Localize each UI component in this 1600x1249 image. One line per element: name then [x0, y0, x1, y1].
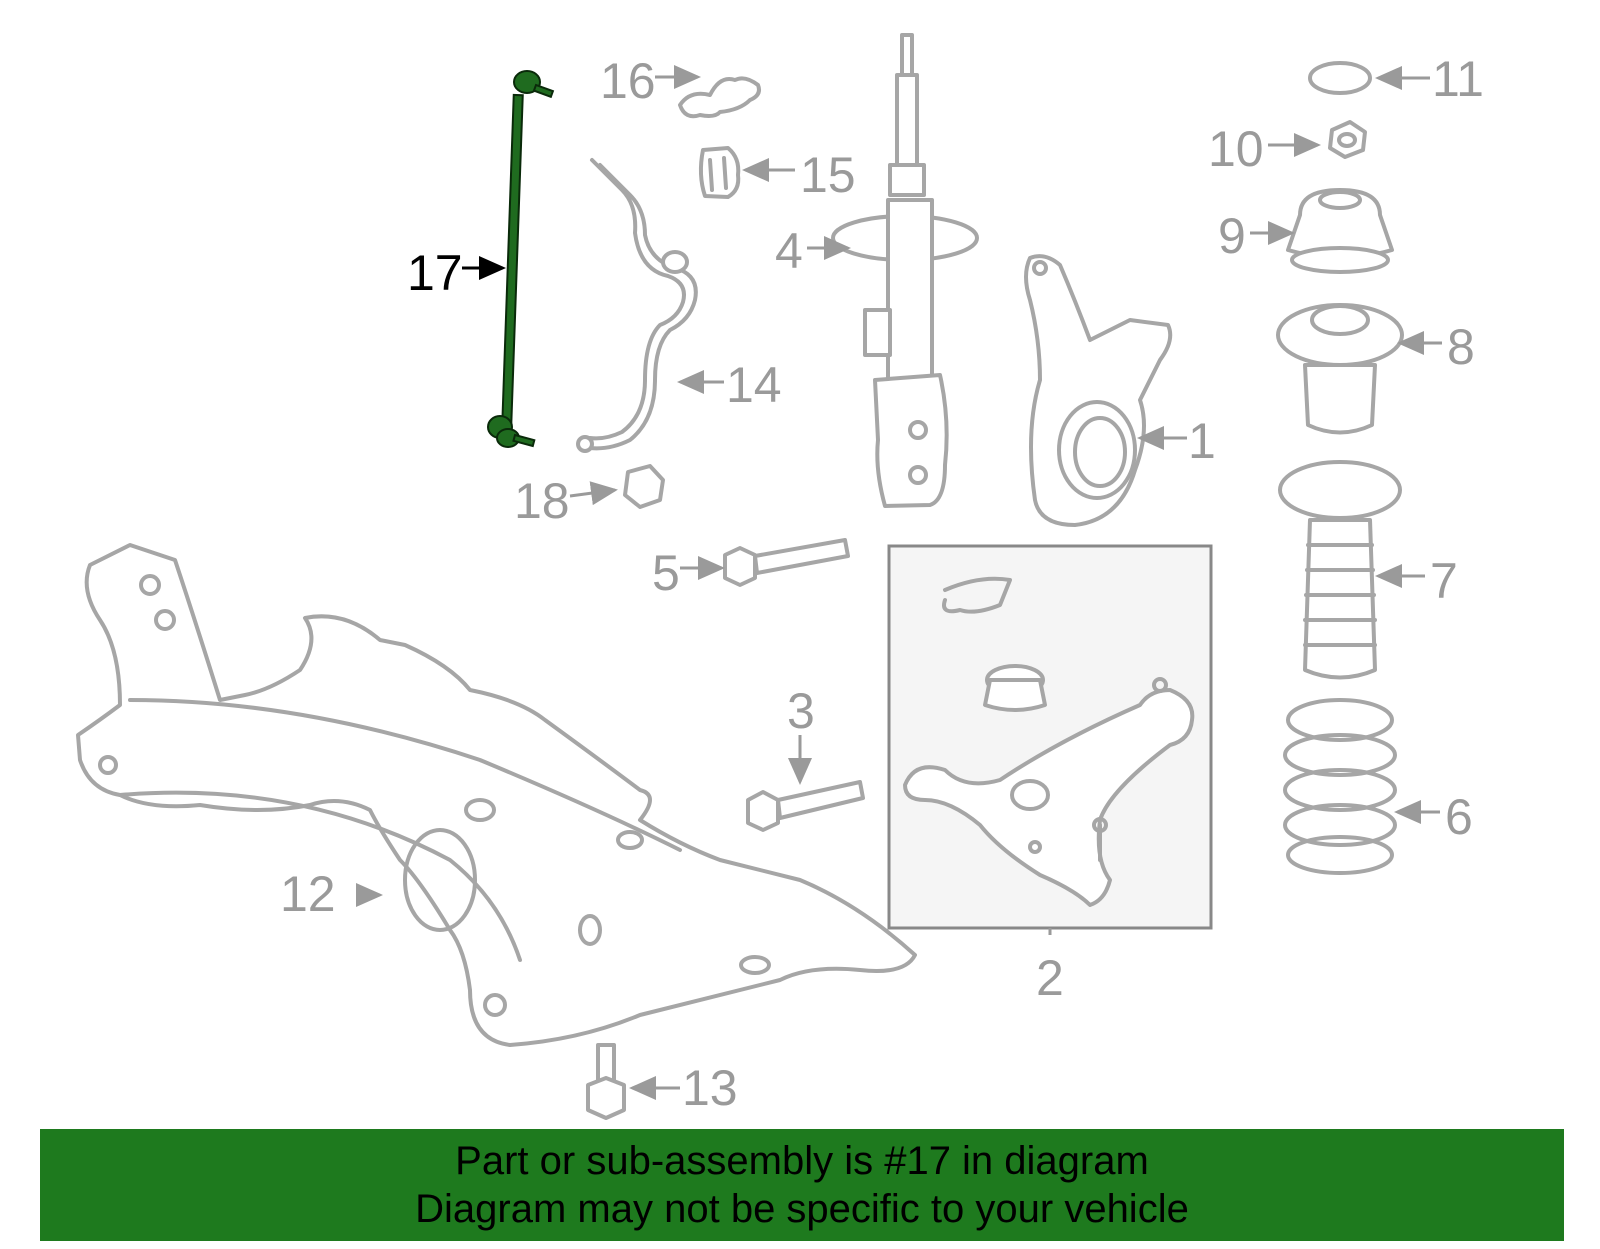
bolt-part-13[interactable] — [586, 1043, 626, 1120]
nut-part-10[interactable] — [1328, 120, 1367, 159]
nut-part-18[interactable] — [623, 464, 665, 509]
callout-5[interactable]: 5 — [652, 545, 680, 601]
info-banner: Part or sub-assembly is #17 in diagram D… — [40, 1129, 1564, 1241]
callout-16[interactable]: 16 — [600, 53, 656, 109]
callout-arrows — [356, 65, 1442, 1100]
callout-4[interactable]: 4 — [775, 223, 803, 279]
callout-1[interactable]: 1 — [1188, 413, 1216, 469]
steering-knuckle-part-1[interactable] — [1024, 254, 1173, 527]
bracket-part-16[interactable] — [678, 76, 761, 119]
callout-11[interactable]: 11 — [1432, 51, 1484, 107]
callout-8[interactable]: 8 — [1447, 319, 1475, 375]
lower-control-arm-part-2[interactable] — [887, 544, 1213, 930]
callout-14[interactable]: 14 — [726, 357, 782, 413]
callout-13[interactable]: 13 — [682, 1060, 738, 1116]
callout-12[interactable]: 12 — [280, 866, 336, 922]
bolt-part-3[interactable] — [746, 780, 865, 832]
callout-10[interactable]: 10 — [1208, 121, 1264, 177]
callout-7[interactable]: 7 — [1430, 553, 1458, 609]
callout-6[interactable]: 6 — [1445, 789, 1473, 845]
ring-part-11[interactable] — [1308, 61, 1372, 95]
callout-2[interactable]: 2 — [1036, 950, 1064, 1006]
callout-18[interactable]: 18 — [514, 473, 570, 529]
bushing-part-15[interactable] — [698, 146, 741, 199]
bolt-part-5[interactable] — [723, 538, 850, 587]
banner-line-part-info: Part or sub-assembly is #17 in diagram — [455, 1139, 1149, 1183]
strut-part-4[interactable] — [831, 33, 979, 508]
strut-mount-part-9[interactable] — [1286, 188, 1394, 274]
callout-15[interactable]: 15 — [800, 147, 856, 203]
callout-17[interactable]: 17 — [407, 245, 463, 301]
stabilizer-bar-part-14[interactable] — [576, 158, 698, 453]
banner-line-disclaimer: Diagram may not be specific to your vehi… — [415, 1187, 1189, 1231]
subframe-part-12[interactable] — [76, 543, 917, 1047]
callout-3[interactable]: 3 — [787, 683, 815, 739]
dust-boot-part-7[interactable] — [1278, 460, 1402, 680]
coil-spring-part-6[interactable] — [1283, 698, 1397, 875]
callout-labels: 16 15 17 4 14 18 1 5 3 2 11 10 9 8 7 6 1… — [280, 51, 1484, 1116]
bump-stop-part-8[interactable] — [1276, 303, 1404, 435]
callout-9[interactable]: 9 — [1218, 208, 1246, 264]
stabilizer-link-part-17[interactable] — [487, 70, 555, 448]
